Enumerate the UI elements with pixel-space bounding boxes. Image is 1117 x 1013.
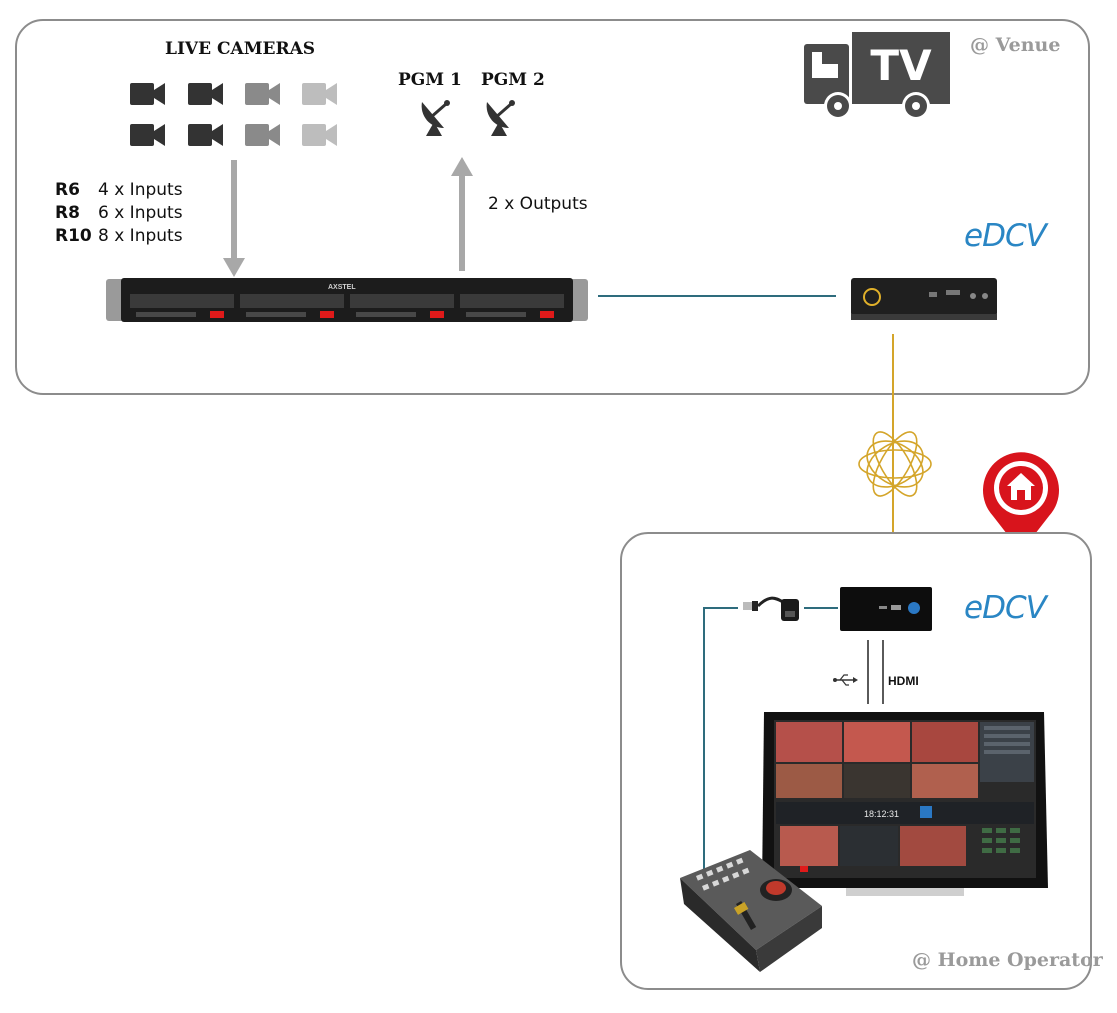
video-camera-icon — [188, 124, 223, 146]
usb-ethernet-adapter — [743, 596, 799, 621]
box-to-screen-lines — [867, 640, 884, 704]
model-r10: R10 — [55, 226, 92, 246]
screen-clock: 18:12:31 — [864, 809, 899, 819]
pgm2-label: PGM 2 — [481, 70, 545, 90]
venue-edge-box — [851, 278, 997, 320]
home-pin-icon — [983, 452, 1059, 552]
rack-server: AXSTEL — [106, 278, 588, 322]
control-panel — [680, 850, 822, 972]
outputs-label: 2 x Outputs — [488, 194, 588, 214]
video-camera-icon — [245, 83, 280, 105]
video-camera-icon — [130, 124, 165, 146]
video-camera-icon — [188, 83, 223, 105]
usb-icon — [833, 674, 858, 686]
server-brand: AXSTEL — [328, 284, 356, 291]
model-r6-inputs: 4 x Inputs — [98, 180, 183, 200]
input-arrow — [223, 160, 245, 277]
internet-globe-icon — [858, 431, 932, 497]
venue-tag: @ Venue — [970, 34, 1061, 56]
satellite-dish-icon — [486, 100, 515, 136]
truck-text: TV — [870, 41, 932, 90]
output-arrow — [451, 157, 473, 271]
camera-grid — [130, 80, 350, 150]
video-camera-icon — [130, 83, 165, 105]
venue-link-line — [598, 295, 836, 297]
model-r8: R8 — [55, 203, 80, 223]
video-camera-icon — [245, 124, 280, 146]
hdmi-label: HDMI — [888, 674, 919, 688]
touchscreen-monitor: 18:12:31 — [762, 712, 1048, 896]
pgm1-label: PGM 1 — [398, 70, 462, 90]
live-cameras-label: LIVE CAMERAS — [165, 39, 316, 59]
video-camera-icon — [302, 124, 337, 146]
edcv-logo: eDCV — [964, 218, 1047, 254]
model-r8-inputs: 6 x Inputs — [98, 203, 183, 223]
tv-truck-icon: TV — [804, 32, 950, 120]
home-tag: @ Home Operator — [912, 949, 1103, 971]
model-r6: R6 — [55, 180, 80, 200]
satellite-dish-icon — [421, 100, 450, 136]
model-r10-inputs: 8 x Inputs — [98, 226, 183, 246]
edcv-logo: eDCV — [964, 590, 1047, 626]
home-link-lines — [703, 607, 838, 886]
home-edge-box — [840, 587, 932, 631]
video-camera-icon — [302, 83, 337, 105]
